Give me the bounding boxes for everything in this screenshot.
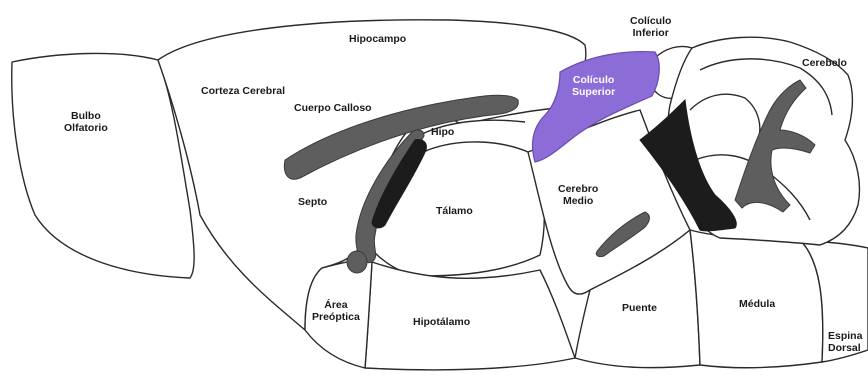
label-coliculo-inferior-line2: Inferior bbox=[630, 27, 671, 39]
label-coliculo-inferior-line1: Colículo bbox=[630, 15, 671, 27]
label-coliculo-superior-line2: Superior bbox=[572, 86, 615, 98]
label-puente: Puente bbox=[622, 302, 657, 314]
label-cuerpo-calloso: Cuerpo Calloso bbox=[294, 102, 372, 114]
label-cerebelo: Cerebelo bbox=[802, 57, 847, 69]
comisura-anterior bbox=[347, 251, 367, 273]
label-hipotalamo: Hipotálamo bbox=[413, 316, 470, 328]
label-coliculo-superior-line1: Colículo bbox=[572, 74, 615, 86]
label-bulbo-line1: Bulbo bbox=[64, 110, 108, 122]
label-corteza-cerebral: Corteza Cerebral bbox=[201, 85, 285, 97]
label-talamo: Tálamo bbox=[436, 205, 473, 217]
label-medula: Médula bbox=[739, 298, 775, 310]
label-coliculo-inferior: Colículo Inferior bbox=[630, 15, 671, 39]
label-cerebro-medio-line2: Medio bbox=[558, 195, 598, 207]
label-espina-dorsal: Espina Dorsal bbox=[828, 330, 862, 354]
label-espina-line1: Espina bbox=[828, 330, 862, 342]
label-hipocampo: Hipocampo bbox=[349, 33, 406, 45]
label-area-preoptica: Área Preóptica bbox=[312, 299, 360, 323]
label-cerebro-medio-line1: Cerebro bbox=[558, 183, 598, 195]
label-coliculo-superior: Colículo Superior bbox=[572, 74, 615, 98]
label-area-preoptica-line2: Preóptica bbox=[312, 311, 360, 323]
label-cerebro-medio: Cerebro Medio bbox=[558, 183, 598, 207]
label-hipo: Hipo bbox=[431, 126, 454, 138]
label-area-preoptica-line1: Área bbox=[312, 299, 360, 311]
label-bulbo-line2: Olfatorio bbox=[64, 122, 108, 134]
label-bulbo-olfatorio: Bulbo Olfatorio bbox=[64, 110, 108, 134]
label-septo: Septo bbox=[298, 196, 327, 208]
label-espina-line2: Dorsal bbox=[828, 342, 862, 354]
